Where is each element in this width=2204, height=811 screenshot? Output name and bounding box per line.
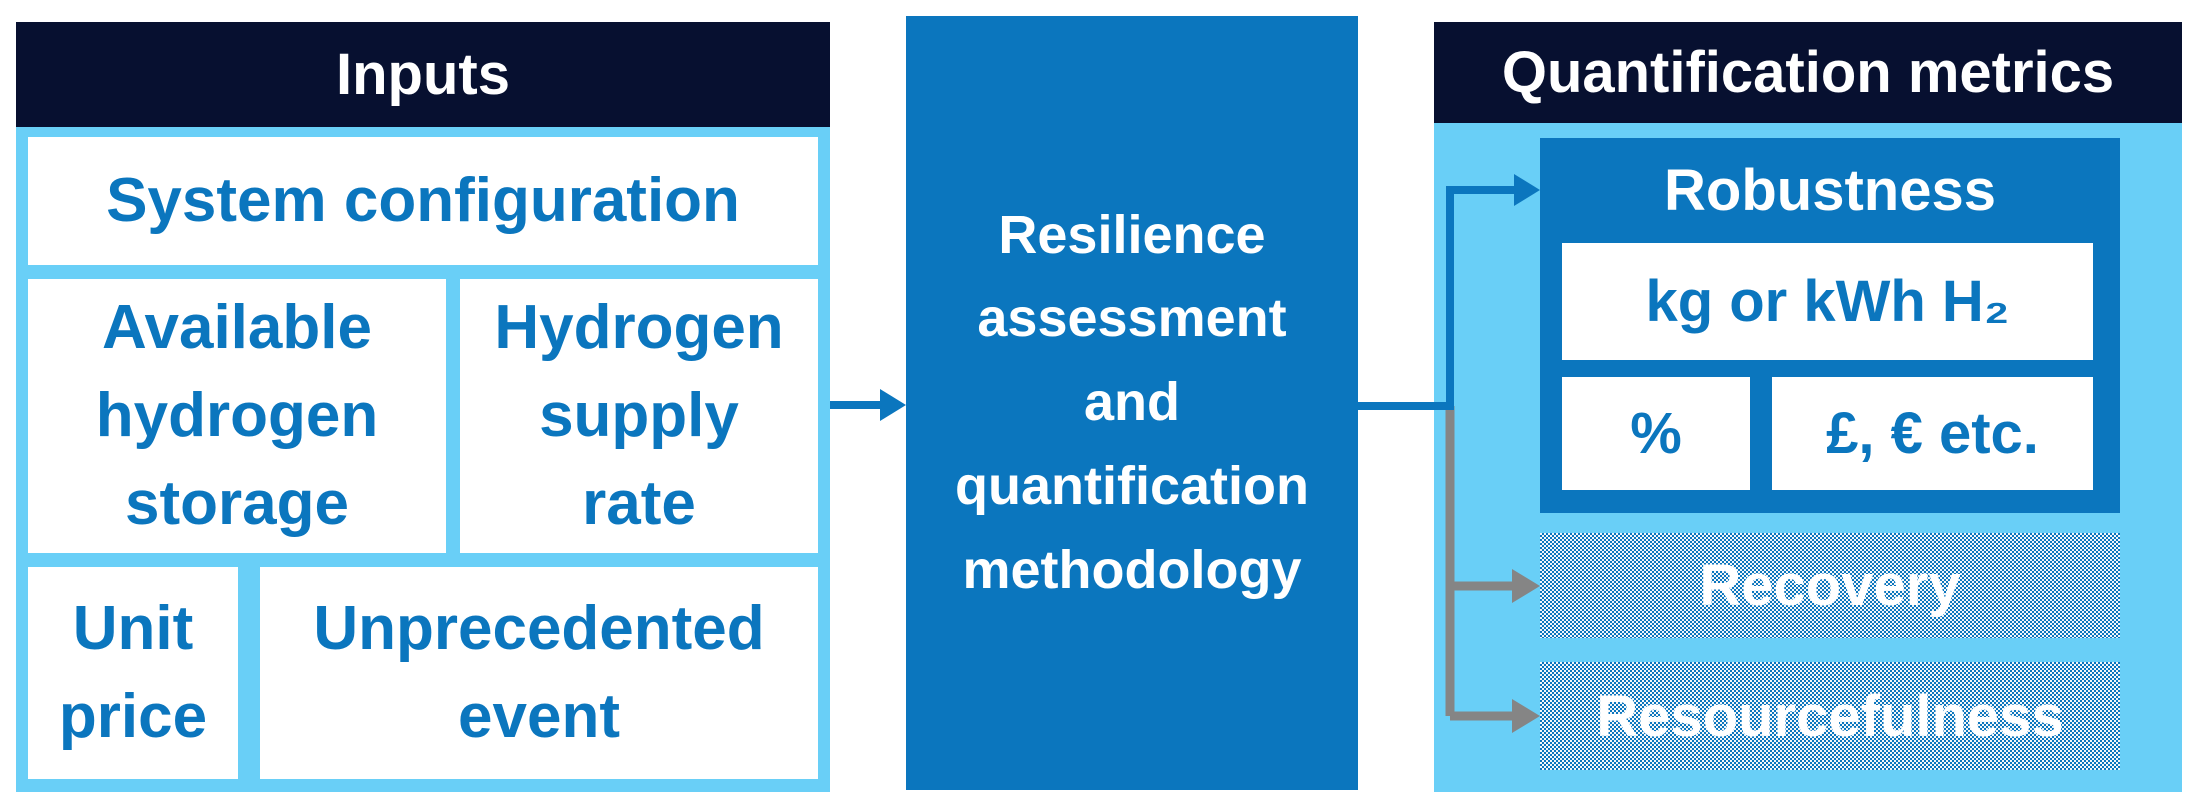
unit-box-currency: £, € etc.	[1772, 377, 2093, 490]
box-hydrogen-supply-rate: Hydrogen supply rate	[460, 279, 818, 553]
box-unprecedented-event: Unprecedented event	[260, 567, 818, 779]
box-available-hydrogen-storage: Available hydrogen storage	[28, 279, 446, 553]
inputs-panel: System configuration Available hydrogen …	[16, 127, 830, 792]
metrics-panel: Robustness kg or kWh H₂ % £, € etc. Reco…	[1434, 123, 2182, 792]
box-unit-price: Unit price	[28, 567, 238, 779]
inputs-panel-header: Inputs	[16, 22, 830, 127]
metrics-panel-header: Quantification metrics	[1434, 22, 2182, 123]
robustness-title: Robustness	[1664, 158, 1996, 223]
box-system-configuration: System configuration	[28, 137, 818, 265]
methodology-box: Resilience assessment and quantification…	[906, 16, 1358, 790]
recovery-box: Recovery	[1540, 533, 2120, 638]
arrow-inputs-to-methodology-head	[880, 389, 906, 421]
resourcefulness-box: Resourcefulness	[1540, 662, 2120, 770]
unit-box-kg-kwh: kg or kWh H₂	[1562, 243, 2093, 360]
unit-box-percent: %	[1562, 377, 1750, 490]
robustness-box: Robustness kg or kWh H₂ % £, € etc.	[1540, 138, 2120, 513]
